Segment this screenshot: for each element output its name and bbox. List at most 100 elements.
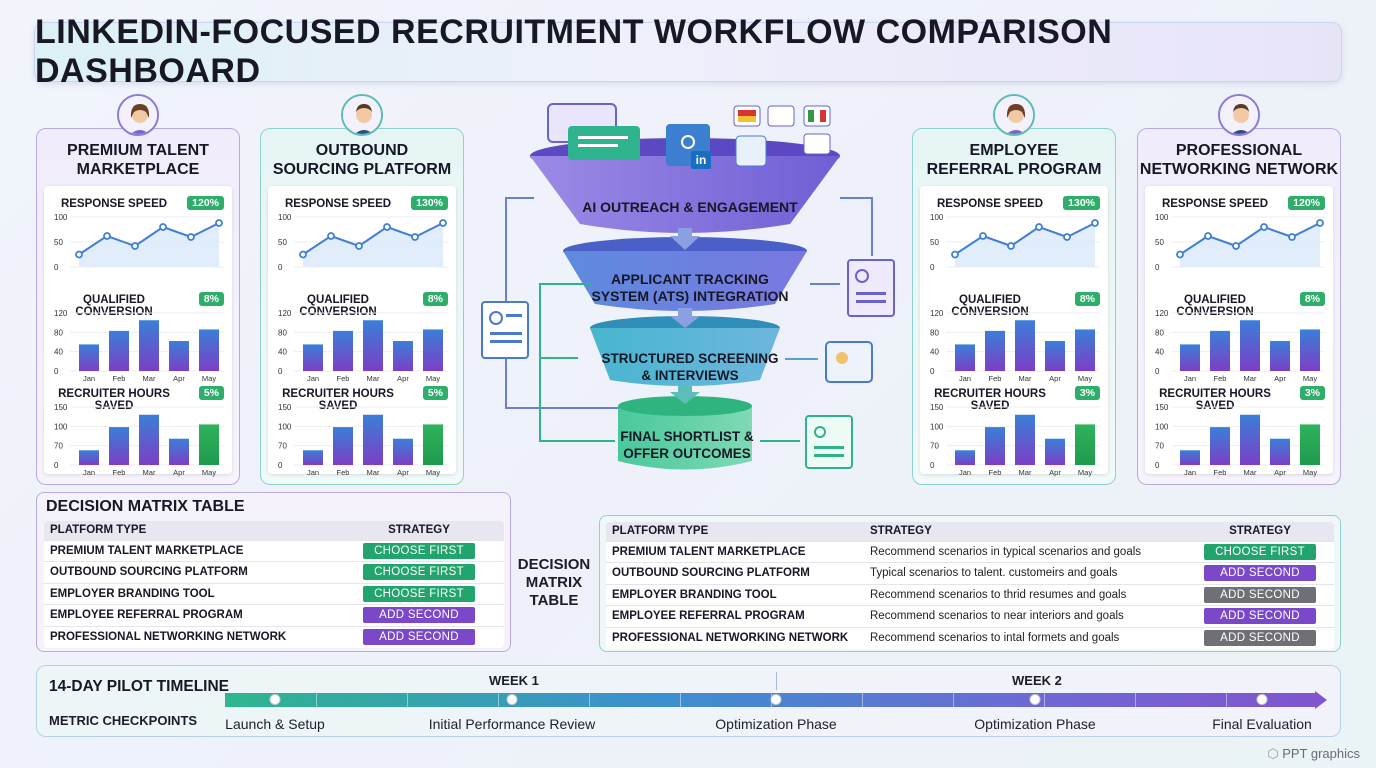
line-point — [355, 242, 363, 250]
line-point — [411, 233, 419, 241]
conversion-label: QUALIFIED CONVERSION — [299, 294, 377, 318]
line-point — [1063, 233, 1071, 241]
x-tick-label: Feb — [337, 374, 350, 383]
y-tick-label: 100 — [54, 213, 68, 222]
timeline-checkpoint-dot[interactable] — [770, 694, 782, 705]
panel-title-line-1: OUTBOUND — [315, 142, 409, 159]
panel-title-line-2: MARKETPLACE — [76, 161, 200, 178]
x-tick-label: Mar — [143, 374, 156, 383]
y-tick-label: 0 — [54, 263, 59, 272]
conversion-label: QUALIFIED CONVERSION — [75, 294, 153, 318]
timeline-checkpoint-dot[interactable] — [506, 694, 518, 705]
hours-label: RECRUITER HOURS SAVED — [282, 388, 394, 412]
hours-label: RECRUITER HOURS SAVED — [1159, 388, 1271, 412]
x-tick-label: Mar — [1019, 468, 1032, 477]
funnel-stage-3 — [590, 316, 780, 386]
response-label: RESPONSE SPEED — [284, 198, 392, 210]
panel-title-line-2: REFERRAL PROGRAM — [926, 161, 1102, 178]
week-1-label: WEEK 1 — [489, 673, 539, 688]
y-tick-label: 70 — [1155, 442, 1164, 451]
interview-chat-icon — [825, 341, 873, 383]
y-tick-label: 0 — [930, 461, 935, 470]
timeline-checkpoint-dot[interactable] — [1029, 694, 1041, 705]
funnel-arrows — [670, 228, 700, 404]
strategy-action-button[interactable]: ADD SECOND — [1204, 586, 1316, 603]
y-tick-label: 40 — [1155, 348, 1164, 357]
strategy-action-button[interactable]: CHOOSE FIRST — [363, 585, 475, 602]
strategy-action-button[interactable]: CHOOSE FIRST — [363, 542, 475, 559]
x-tick-label: May — [426, 468, 440, 477]
line-area — [303, 223, 443, 267]
x-tick-label: Mar — [1244, 374, 1257, 383]
week-divider — [776, 672, 777, 690]
conversion-label: QUALIFIED CONVERSION — [951, 294, 1029, 318]
panel-title-line-1: PREMIUM TALENT — [67, 142, 209, 159]
funnel-stage-3-line-2: & INTERVIEWS — [641, 368, 739, 383]
strategy-action-button[interactable]: ADD SECOND — [363, 629, 475, 645]
column-header: PLATFORM TYPE — [44, 521, 334, 540]
line-series — [78, 222, 220, 256]
strategy-cell: ADD SECOND — [1186, 562, 1334, 584]
funnel-stage-2-label: APPLICANT TRACKING SYSTEM (ATS) INTEGRAT… — [570, 271, 810, 305]
bar — [199, 329, 219, 371]
response-change-badge: 130% — [411, 196, 448, 210]
strategy-cell: ADD SECOND — [334, 625, 504, 648]
panel-title-line-2: NETWORKING NETWORK — [1139, 161, 1339, 178]
bar — [303, 344, 323, 371]
strategy-action-button[interactable]: CHOOSE FIRST — [1204, 543, 1316, 560]
strategy-action-button[interactable]: ADD SECOND — [1204, 565, 1316, 582]
linkedin-badge-icon: in — [691, 151, 711, 169]
platform-name: EMPLOYER BRANDING TOOL — [44, 582, 334, 605]
strategy-action-button[interactable]: ADD SECOND — [1204, 608, 1316, 625]
strategy-action-button[interactable]: CHOOSE FIRST — [363, 564, 475, 581]
x-tick-label: Mar — [367, 468, 380, 477]
y-tick-label: 50 — [930, 238, 939, 247]
platform-name: OUTBOUND SOURCING PLATFORM — [44, 561, 334, 583]
bar — [1180, 450, 1200, 465]
funnel-stage-4-label: FINAL SHORTLIST & OFFER OUTCOMES — [612, 428, 762, 462]
conversion-label: QUALIFIED CONVERSION — [1176, 294, 1254, 318]
y-tick-label: 120 — [278, 309, 292, 318]
x-tick-label: Apr — [1049, 468, 1061, 477]
cube-icon: ⬡ — [1267, 746, 1283, 761]
y-tick-label: 150 — [54, 403, 68, 412]
timeline-checkpoint-dot[interactable] — [1256, 694, 1268, 705]
bar — [1015, 414, 1035, 465]
decision-matrix-right-table: PLATFORM TYPE STRATEGY STRATEGY PREMIUM … — [606, 522, 1334, 649]
funnel-stage-4-line-2: OFFER OUTCOMES — [623, 446, 751, 461]
y-tick-label: 0 — [278, 461, 283, 470]
x-tick-label: Apr — [173, 468, 185, 477]
strategy-action-button[interactable]: ADD SECOND — [1204, 630, 1316, 646]
strategy-cell: ADD SECOND — [334, 604, 504, 626]
platform-name: PROFESSIONAL NETWORKING NETWORK — [606, 626, 864, 649]
y-tick-label: 120 — [930, 309, 944, 318]
x-tick-label: Mar — [1019, 374, 1032, 383]
strategy-action-button[interactable]: ADD SECOND — [363, 607, 475, 624]
y-tick-label: 100 — [1155, 213, 1169, 222]
timeline-checkpoint-label: Launch & Setup — [225, 716, 325, 732]
x-tick-label: May — [1303, 468, 1317, 477]
line-series — [1179, 222, 1321, 256]
timeline-checkpoint-dot[interactable] — [269, 694, 281, 705]
funnel-stage-4-line-1: FINAL SHORTLIST & — [620, 429, 754, 444]
line-point — [951, 250, 959, 259]
funnel-stage-2-line-1: APPLICANT TRACKING — [611, 271, 769, 287]
line-point — [327, 232, 335, 240]
decision-matrix-left: DECISION MATRIX TABLE PLATFORM TYPE STRA… — [36, 492, 511, 652]
center-label-line: MATRIX — [525, 574, 583, 591]
x-tick-label: Feb — [989, 374, 1002, 383]
woman-avatar — [117, 94, 159, 136]
response-change-badge: 130% — [1063, 196, 1100, 210]
x-tick-label: Jan — [83, 374, 95, 383]
